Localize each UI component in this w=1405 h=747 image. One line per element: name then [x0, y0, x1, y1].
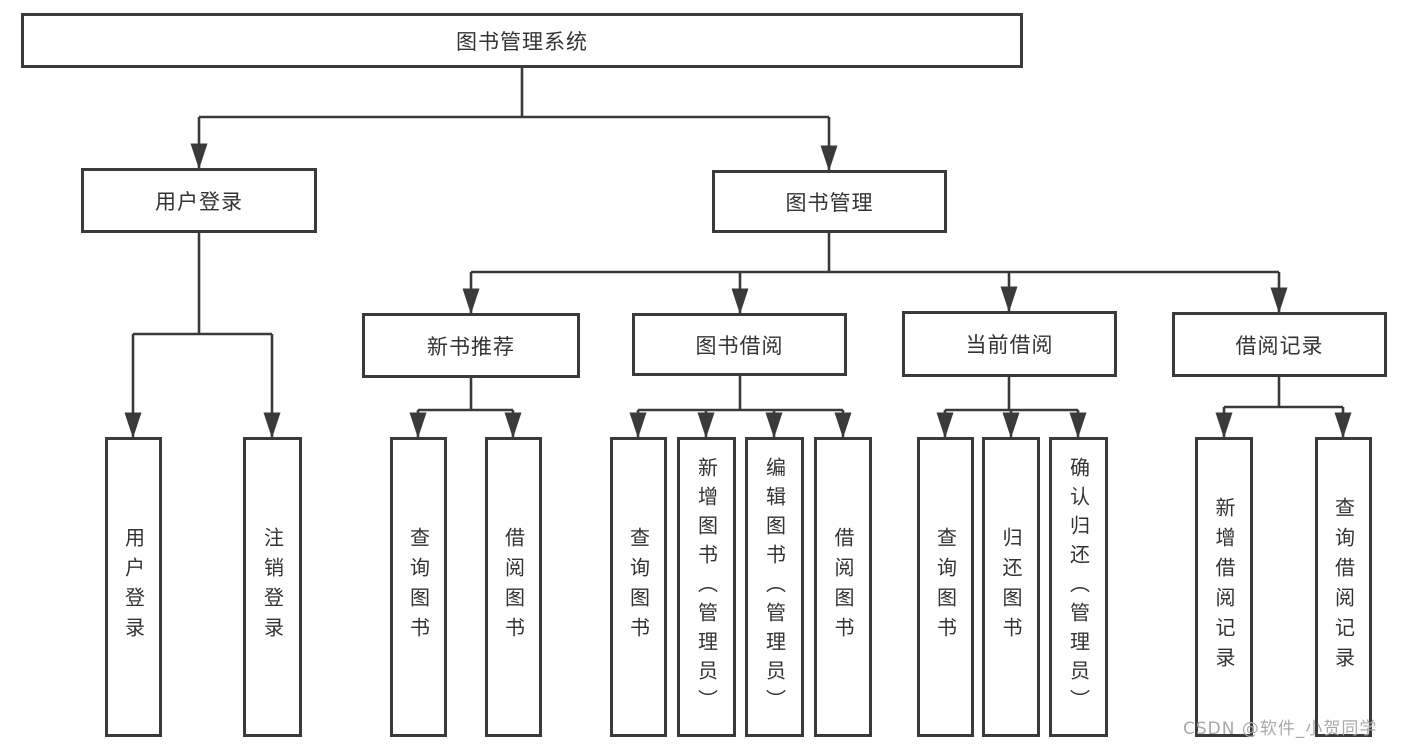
leaf-nb-query-book: 查询图书	[390, 437, 447, 737]
node-new-book-recommend-label: 新书推荐	[427, 334, 515, 359]
leaf-cb-return-book: 归还图书	[982, 437, 1040, 737]
node-book-management-label: 图书管理	[785, 190, 874, 215]
leaf-bb-borrow-book: 借阅图书	[814, 437, 872, 737]
leaf-br-add-record: 新增借阅记录	[1195, 437, 1253, 737]
leaf-user-login-label: 用户登录	[121, 527, 146, 647]
node-borrow-records: 借阅记录	[1172, 312, 1387, 377]
leaf-nb-query-book-label: 查询图书	[406, 527, 431, 647]
watermark: CSDN @软件_小贺同学	[1183, 719, 1378, 739]
leaf-bb-edit-book: 编辑图书（管理员）	[745, 437, 804, 737]
leaf-cb-return-book-label: 归还图书	[999, 527, 1023, 647]
leaf-cb-query-book: 查询图书	[917, 437, 974, 737]
leaf-cb-confirm-return-label: 确认归还（管理员）	[1066, 456, 1091, 718]
node-book-borrow: 图书借阅	[632, 313, 847, 376]
leaf-nb-borrow-book: 借阅图书	[485, 437, 542, 737]
node-root-label: 图书管理系统	[456, 29, 588, 54]
node-new-book-recommend: 新书推荐	[362, 313, 580, 378]
leaf-logout: 注销登录	[243, 437, 302, 737]
leaf-logout-label: 注销登录	[260, 527, 285, 647]
leaf-bb-borrow-book-label: 借阅图书	[831, 527, 855, 647]
leaf-br-query-record: 查询借阅记录	[1315, 437, 1372, 737]
leaf-user-login: 用户登录	[105, 437, 162, 737]
node-book-borrow-label: 图书借阅	[695, 333, 784, 358]
node-current-borrow: 当前借阅	[902, 311, 1117, 377]
node-book-management: 图书管理	[712, 170, 947, 233]
node-root: 图书管理系统	[21, 13, 1023, 68]
node-current-borrow-label: 当前借阅	[965, 333, 1054, 357]
node-user-login: 用户登录	[81, 168, 317, 233]
leaf-bb-query-book-label: 查询图书	[626, 527, 651, 647]
node-borrow-records-label: 借阅记录	[1235, 333, 1324, 358]
leaf-cb-query-book-label: 查询图书	[933, 527, 958, 647]
leaf-br-add-record-label: 新增借阅记录	[1212, 497, 1236, 677]
leaf-br-query-record-label: 查询借阅记录	[1331, 497, 1356, 677]
leaf-bb-query-book: 查询图书	[610, 437, 667, 737]
leaf-bb-edit-book-label: 编辑图书（管理员）	[762, 456, 787, 718]
leaf-bb-add-book: 新增图书（管理员）	[677, 437, 736, 737]
leaf-cb-confirm-return: 确认归还（管理员）	[1049, 437, 1108, 737]
leaf-nb-borrow-book-label: 借阅图书	[501, 527, 526, 647]
node-user-login-label: 用户登录	[155, 189, 243, 214]
leaf-bb-add-book-label: 新增图书（管理员）	[694, 456, 719, 718]
